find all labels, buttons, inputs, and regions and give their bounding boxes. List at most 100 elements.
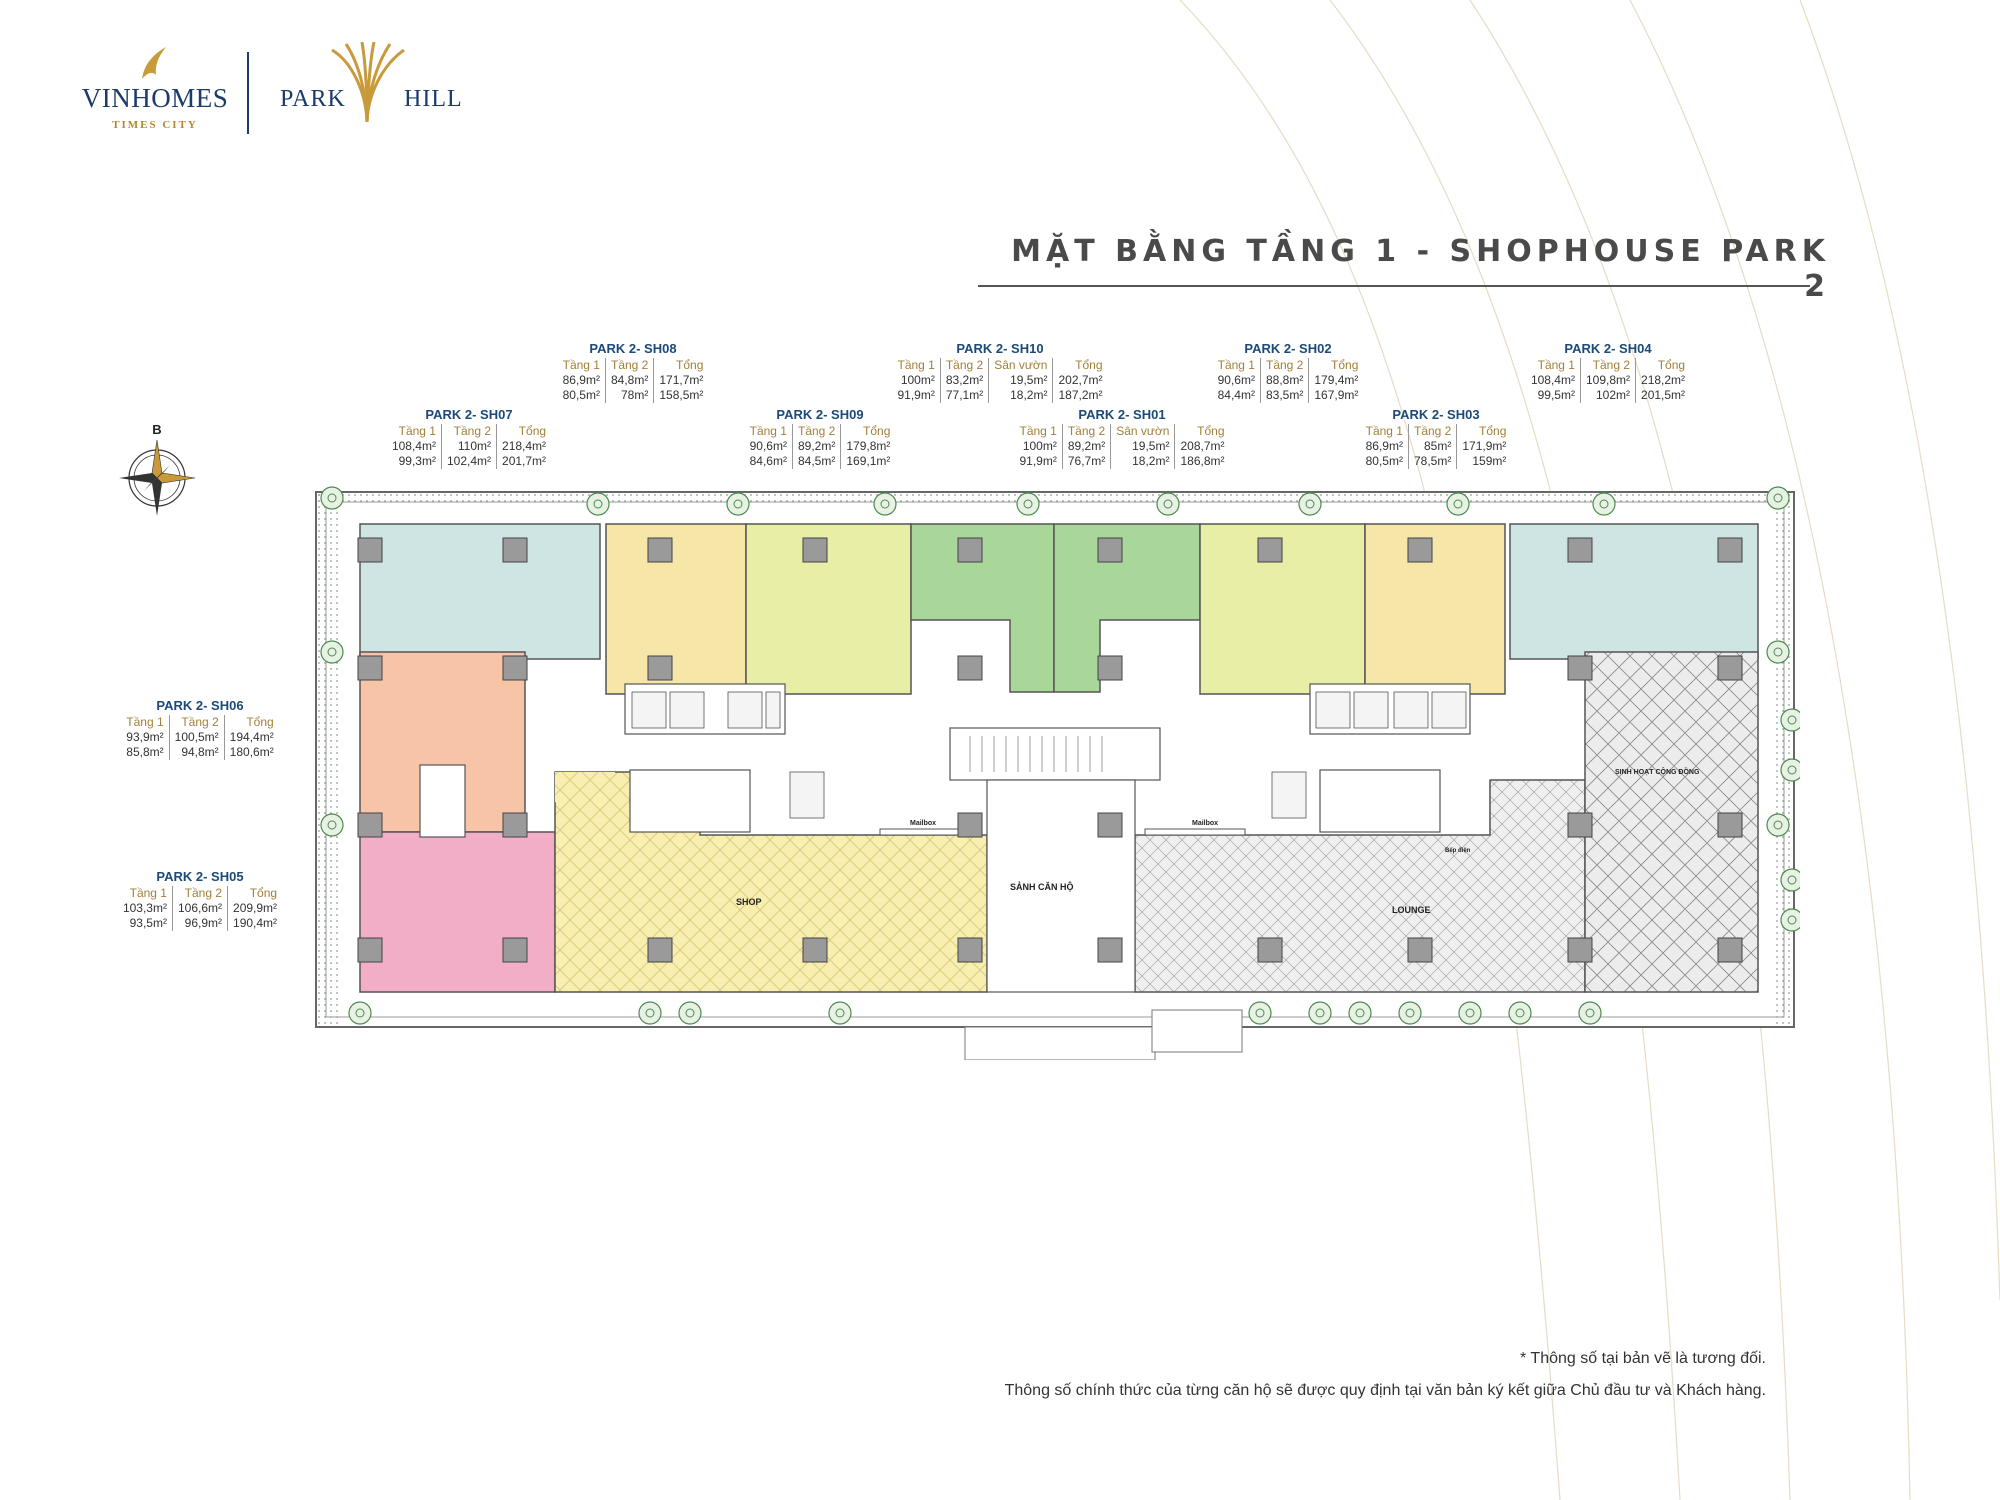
tree-icon: [1298, 492, 1322, 516]
col-header: Tầng 1: [129, 886, 167, 900]
area-value: 100m²: [900, 373, 935, 387]
area-value: 190,4m²: [227, 916, 283, 931]
structural-column: [1097, 655, 1123, 681]
lounge-label: LOUNGE: [1392, 905, 1431, 915]
hill-wordmark: HILL: [404, 86, 463, 112]
area-value: 159m²: [1456, 454, 1512, 469]
col-header: Tầng 1: [1217, 358, 1255, 372]
tree-icon: [1348, 1001, 1372, 1025]
unit-name: PARK 2- SH03: [1392, 407, 1480, 422]
structural-column: [957, 812, 983, 838]
col-header: Tầng 2: [1407, 424, 1457, 439]
planter-east: [1772, 492, 1794, 1027]
col-header: Tầng 1: [126, 715, 164, 729]
col-header: Tổng: [840, 424, 896, 439]
structural-column: [1097, 812, 1123, 838]
tree-icon: [873, 492, 897, 516]
area-value: 99,3m²: [398, 454, 436, 468]
col-header: Tầng 2: [440, 424, 497, 439]
col-header: Tổng: [653, 358, 709, 373]
structural-column: [357, 655, 383, 681]
mailbox-label-left: Mailbox: [910, 820, 936, 827]
area-value: 86,9m²: [562, 373, 600, 387]
col-header: Sân vườn: [988, 358, 1053, 373]
area-value: 76,7m²: [1061, 454, 1111, 469]
community-label: SINH HOẠT CỘNG ĐỒNG: [1615, 766, 1700, 776]
tree-icon: [828, 1001, 852, 1025]
unit-name: PARK 2- SH07: [425, 407, 513, 422]
col-header: Tầng 2: [939, 358, 989, 373]
area-value: 86,9m²: [1365, 439, 1403, 453]
unit-name: PARK 2- SH09: [776, 407, 864, 422]
area-value: 83,2m²: [939, 373, 989, 388]
area-value: 89,2m²: [1061, 439, 1111, 454]
stair-sh06: [419, 764, 466, 838]
area-value: 88,8m²: [1259, 373, 1309, 388]
structural-column: [802, 537, 828, 563]
area-value: 218,2m²: [1635, 373, 1691, 388]
col-header: Tổng: [1174, 424, 1230, 439]
area-value: 108,4m²: [1530, 373, 1575, 387]
planter-west: [316, 492, 338, 1027]
note-relative: * Thông số tại bản vẽ là tương đối.: [1520, 1350, 1766, 1367]
area-value: 78,5m²: [1407, 454, 1457, 469]
area-value: 83,5m²: [1259, 388, 1309, 403]
area-value: 106,6m²: [171, 901, 228, 916]
area-value: 90,6m²: [1217, 373, 1255, 387]
vinhomes-logo: VINHOMES TIMES CITY: [70, 45, 240, 135]
structural-column: [957, 537, 983, 563]
logo-divider: [247, 52, 249, 134]
area-value: 80,5m²: [562, 388, 600, 402]
unit-sh03: [1364, 523, 1506, 695]
unit-name: PARK 2- SH08: [589, 341, 677, 356]
times-city-wordmark: TIMES CITY: [112, 119, 198, 131]
area-value: 94,8m²: [168, 745, 225, 760]
tree-icon: [1766, 486, 1790, 510]
fan-icon: [331, 42, 405, 123]
structural-column: [1567, 812, 1593, 838]
unit-name: PARK 2- SH06: [156, 698, 244, 713]
col-header: Tầng 2: [1579, 358, 1636, 373]
tree-icon: [1508, 1001, 1532, 1025]
structural-column: [1717, 655, 1743, 681]
tree-icon: [726, 492, 750, 516]
floor-plan: SHOP SẢNH CĂN HỘ LOUNGE SINH HOẠT CỘNG Đ…: [315, 486, 1800, 1060]
col-header: Tổng: [227, 886, 283, 901]
note-official: Thông số chính thức của từng căn hộ sẽ đ…: [1004, 1382, 1766, 1399]
area-value: 91,9m²: [1019, 454, 1057, 468]
area-value: 91,9m²: [897, 388, 935, 402]
tree-icon: [638, 1001, 662, 1025]
tree-icon: [1156, 492, 1180, 516]
area-value: 194,4m²: [223, 730, 279, 745]
area-value: 158,5m²: [653, 388, 709, 403]
tree-icon: [678, 1001, 702, 1025]
structural-column: [357, 537, 383, 563]
mailbox-label-right: Mailbox: [1192, 820, 1218, 827]
tree-icon: [1458, 1001, 1482, 1025]
tree-icon: [1398, 1001, 1422, 1025]
structural-column: [1717, 937, 1743, 963]
area-value: 96,9m²: [171, 916, 228, 931]
small-room-label: Bếp điện: [1445, 847, 1471, 854]
tree-icon: [1592, 492, 1616, 516]
stair-core-center: [949, 727, 1161, 781]
stair-core-left: [629, 769, 751, 833]
vinhomes-wordmark: VINHOMES: [81, 83, 229, 113]
col-header: Tầng 2: [171, 886, 228, 901]
area-value: 108,4m²: [391, 439, 436, 453]
structural-column: [1257, 937, 1283, 963]
entrance-steps: [964, 1026, 1156, 1060]
structural-column: [1257, 537, 1283, 563]
tree-icon: [1780, 868, 1800, 892]
col-header: Tầng 1: [398, 424, 436, 438]
area-value: 78m²: [604, 388, 654, 403]
col-header: Tầng 2: [1061, 424, 1111, 439]
col-header: Tầng 1: [1537, 358, 1575, 372]
unit-sh09: [745, 523, 912, 695]
title-underline: [978, 285, 1810, 287]
